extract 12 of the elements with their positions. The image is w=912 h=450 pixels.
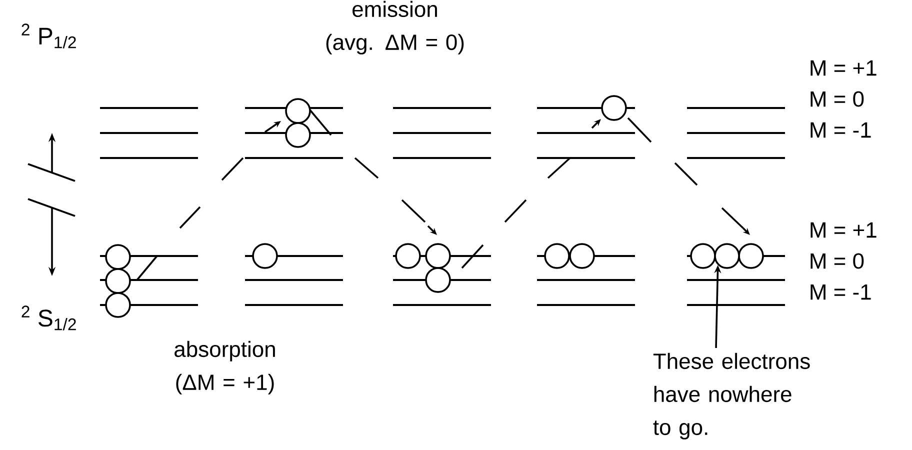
heading-label: absorption (ΔM = +1) [174,340,275,394]
quantum-number-label: M = +1 [810,222,876,238]
term-symbol: $^{2}$ P$_{1/2}$ [22,24,76,48]
quantum-number-label: M = -1 [810,122,871,138]
quantum-number-label: M = 0 [810,253,864,269]
quantum-number-label: M = -1 [810,284,871,300]
quantum-number-label: M = +1 [810,60,876,76]
quantum-number-label: M = 0 [810,91,864,107]
heading-label: emission (avg. ΔM = 0) [326,0,464,54]
callout-text: These electrons have nowhere to go. [653,352,810,440]
electron-circle [714,243,740,269]
term-symbol: $^{2}$ S$_{1/2}$ [22,306,76,330]
